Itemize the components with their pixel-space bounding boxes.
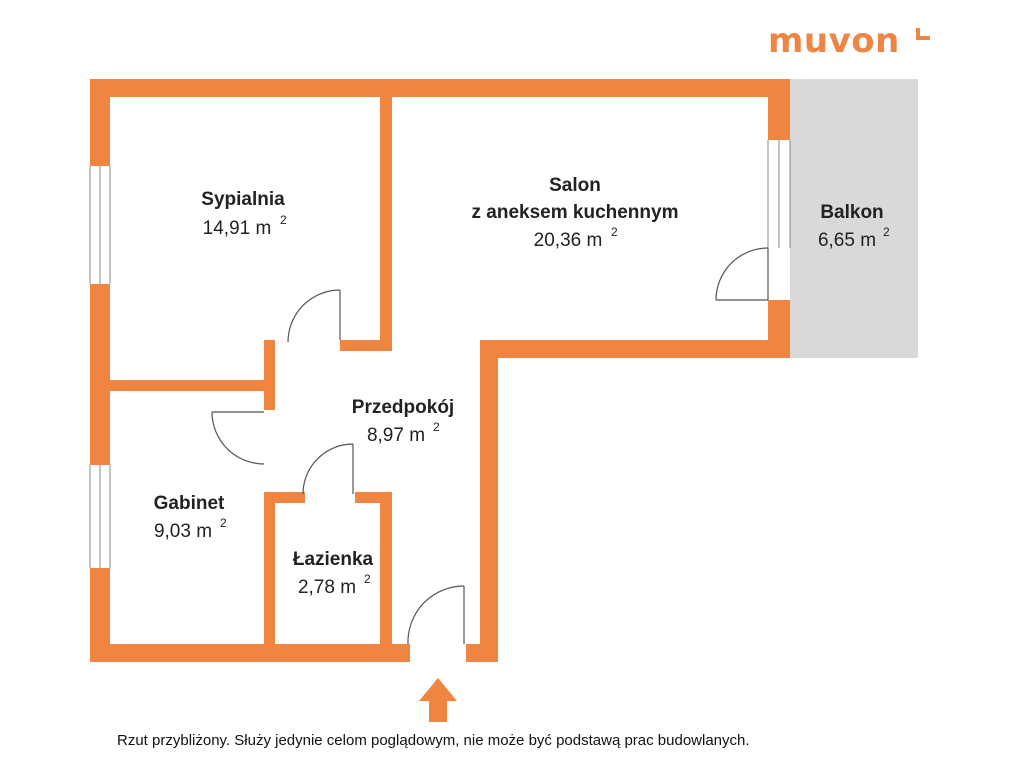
room-lazienka: Łazienka 2,78 m 2: [293, 549, 374, 598]
room-name: Gabinet: [154, 493, 225, 514]
room-area: 2,78 m: [298, 577, 356, 598]
room-name: Przedpokój: [352, 397, 454, 418]
room-area-unit-sup: 2: [611, 225, 618, 239]
room-balkon: Balkon 6,65 m 2: [818, 202, 890, 251]
room-area-unit-sup: 2: [883, 225, 890, 239]
room-area: 20,36 m: [534, 230, 603, 251]
disclaimer-text: Rzut przybliżony. Służy jedynie celom po…: [117, 732, 750, 749]
room-area-unit-sup: 2: [364, 572, 371, 586]
door-entrance: [407, 585, 465, 645]
room-name: Sypialnia: [201, 189, 285, 210]
windows: [89, 140, 791, 568]
room-sypialnia: Sypialnia 14,91 m 2: [201, 189, 287, 239]
room-area: 6,65 m: [818, 230, 876, 251]
doors: [211, 247, 790, 662]
door-sypialnia: [287, 289, 341, 343]
room-name-line2: z aneksem kuchennym: [472, 202, 679, 223]
room-area-unit-sup: 2: [280, 213, 287, 227]
room-name: Balkon: [820, 202, 883, 223]
door-lazienka: [302, 443, 354, 495]
room-area: 9,03 m: [154, 521, 212, 542]
room-gabinet: Gabinet 9,03 m 2: [154, 493, 227, 542]
room-area: 8,97 m: [367, 425, 425, 446]
room-area: 14,91 m: [203, 218, 272, 239]
logo-accent-icon: [916, 28, 930, 40]
up-arrow-icon: [419, 678, 457, 722]
brand-logo: muvon: [768, 21, 930, 61]
room-name: Łazienka: [293, 549, 374, 570]
balcony-floor: [790, 79, 918, 358]
room-area-unit-sup: 2: [220, 516, 227, 530]
walls: [90, 79, 790, 662]
brand-logo-text: muvon: [768, 21, 900, 61]
door-balcony: [715, 247, 769, 301]
door-gabinet: [211, 411, 265, 465]
room-name: Salon: [549, 175, 601, 196]
room-przedpokoj: Przedpokój 8,97 m 2: [352, 397, 454, 446]
room-salon: Salon z aneksem kuchennym 20,36 m 2: [472, 175, 679, 251]
room-area-unit-sup: 2: [433, 420, 440, 434]
